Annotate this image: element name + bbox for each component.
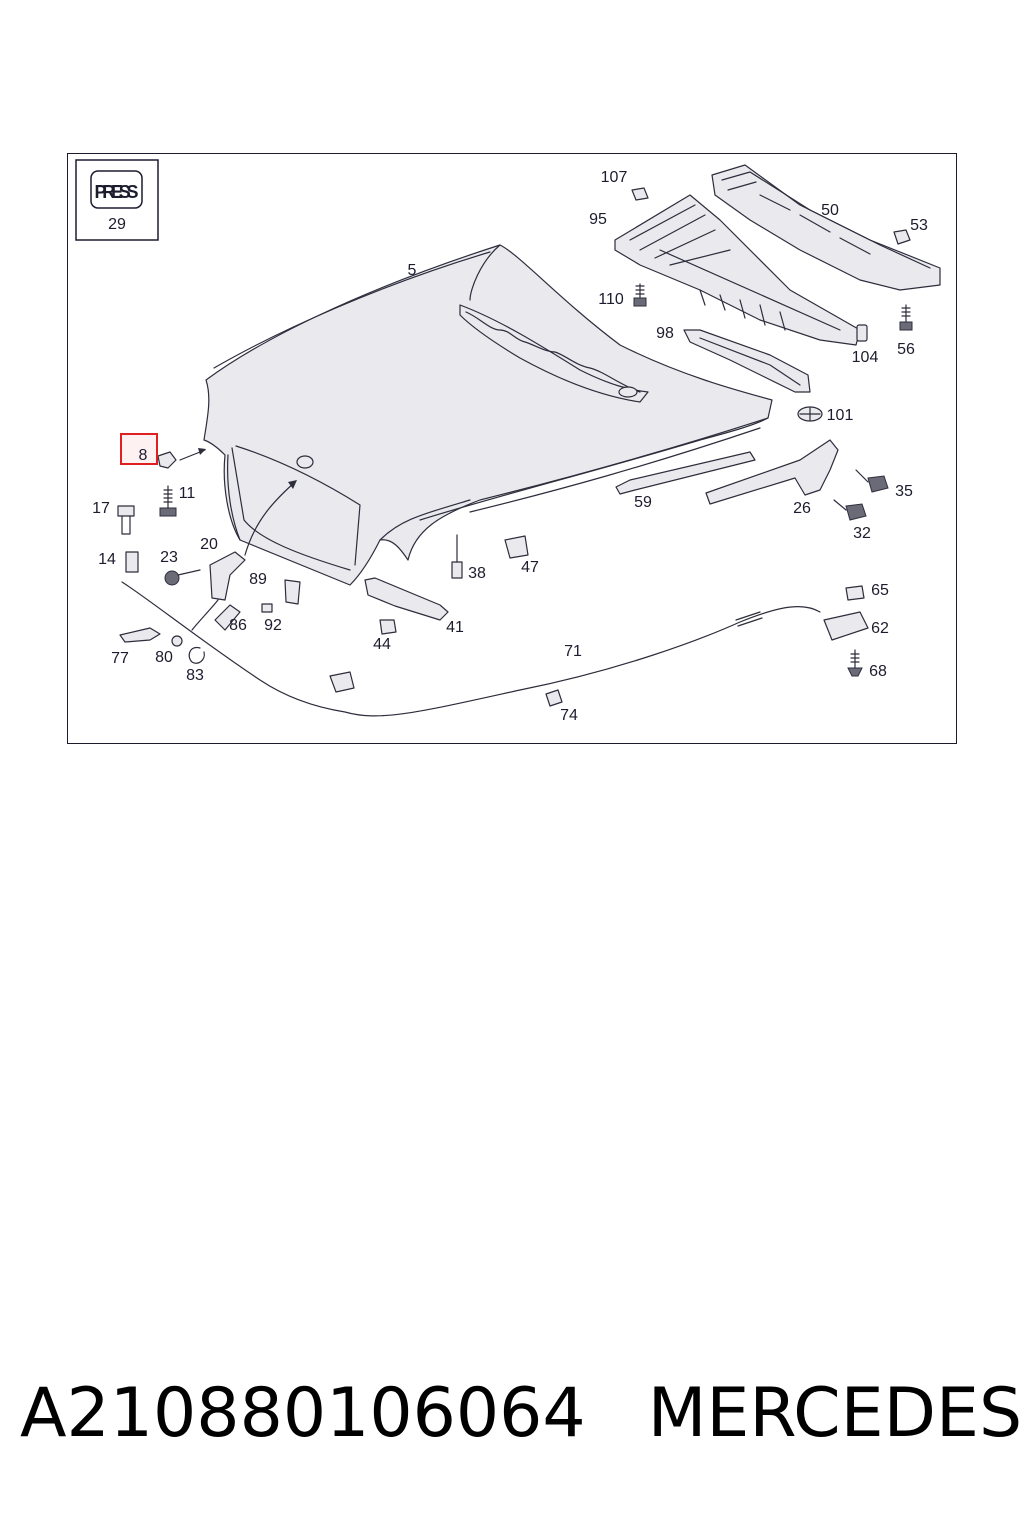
callout-44: 44 xyxy=(373,636,391,653)
callout-41: 41 xyxy=(446,619,464,636)
callout-14: 14 xyxy=(98,551,116,568)
callout-20: 20 xyxy=(200,536,218,553)
callout-47: 47 xyxy=(521,559,539,576)
press-badge: PRESS 29 xyxy=(75,159,159,241)
callout-95: 95 xyxy=(589,211,607,228)
callout-77: 77 xyxy=(111,650,129,667)
callout-26: 26 xyxy=(793,500,811,517)
highlight-box xyxy=(120,433,158,465)
callout-98: 98 xyxy=(656,325,674,342)
callout-5: 5 xyxy=(408,262,417,279)
callout-92: 92 xyxy=(264,617,282,634)
press-badge-number: 29 xyxy=(108,216,126,233)
press-badge-text: PRESS xyxy=(95,182,139,202)
callout-101: 101 xyxy=(827,407,854,424)
part-caption: A210880106064 MERCEDES xyxy=(20,1374,1022,1464)
callout-80: 80 xyxy=(155,649,173,666)
callout-71: 71 xyxy=(564,643,582,660)
callout-38: 38 xyxy=(468,565,486,582)
callout-62: 62 xyxy=(871,620,889,637)
callout-32: 32 xyxy=(853,525,871,542)
callout-59: 59 xyxy=(634,494,652,511)
callout-110: 110 xyxy=(598,291,624,308)
hood-parts-diagram: PRESS 29 xyxy=(75,159,941,724)
part-number: A210880106064 xyxy=(20,1374,586,1453)
parts-diagram-frame xyxy=(67,153,957,744)
brand-name: MERCEDES xyxy=(647,1374,1023,1453)
callout-50: 50 xyxy=(821,202,839,219)
callout-89: 89 xyxy=(249,571,267,588)
callout-65: 65 xyxy=(871,582,889,599)
callout-8: 8 xyxy=(139,447,148,464)
callout-35: 35 xyxy=(895,483,913,500)
small-parts xyxy=(117,187,913,707)
callout-104: 104 xyxy=(852,349,879,366)
callout-68: 68 xyxy=(869,663,887,680)
callout-17: 17 xyxy=(92,500,110,517)
callout-107: 107 xyxy=(601,169,628,186)
callout-86: 86 xyxy=(229,617,247,634)
callout-56: 56 xyxy=(897,341,915,358)
callout-11: 11 xyxy=(179,485,196,502)
pointer-arrows xyxy=(179,448,297,631)
air-intake-assembly xyxy=(614,164,941,346)
callout-23: 23 xyxy=(160,549,178,566)
callout-labels: 5 8 11 14 17 20 23 26 32 35 38 41 44 47 … xyxy=(92,169,928,724)
callout-53: 53 xyxy=(910,217,928,234)
release-cable xyxy=(121,581,821,717)
hood-panel xyxy=(203,244,773,586)
callout-74: 74 xyxy=(560,707,578,724)
callout-83: 83 xyxy=(186,667,204,684)
